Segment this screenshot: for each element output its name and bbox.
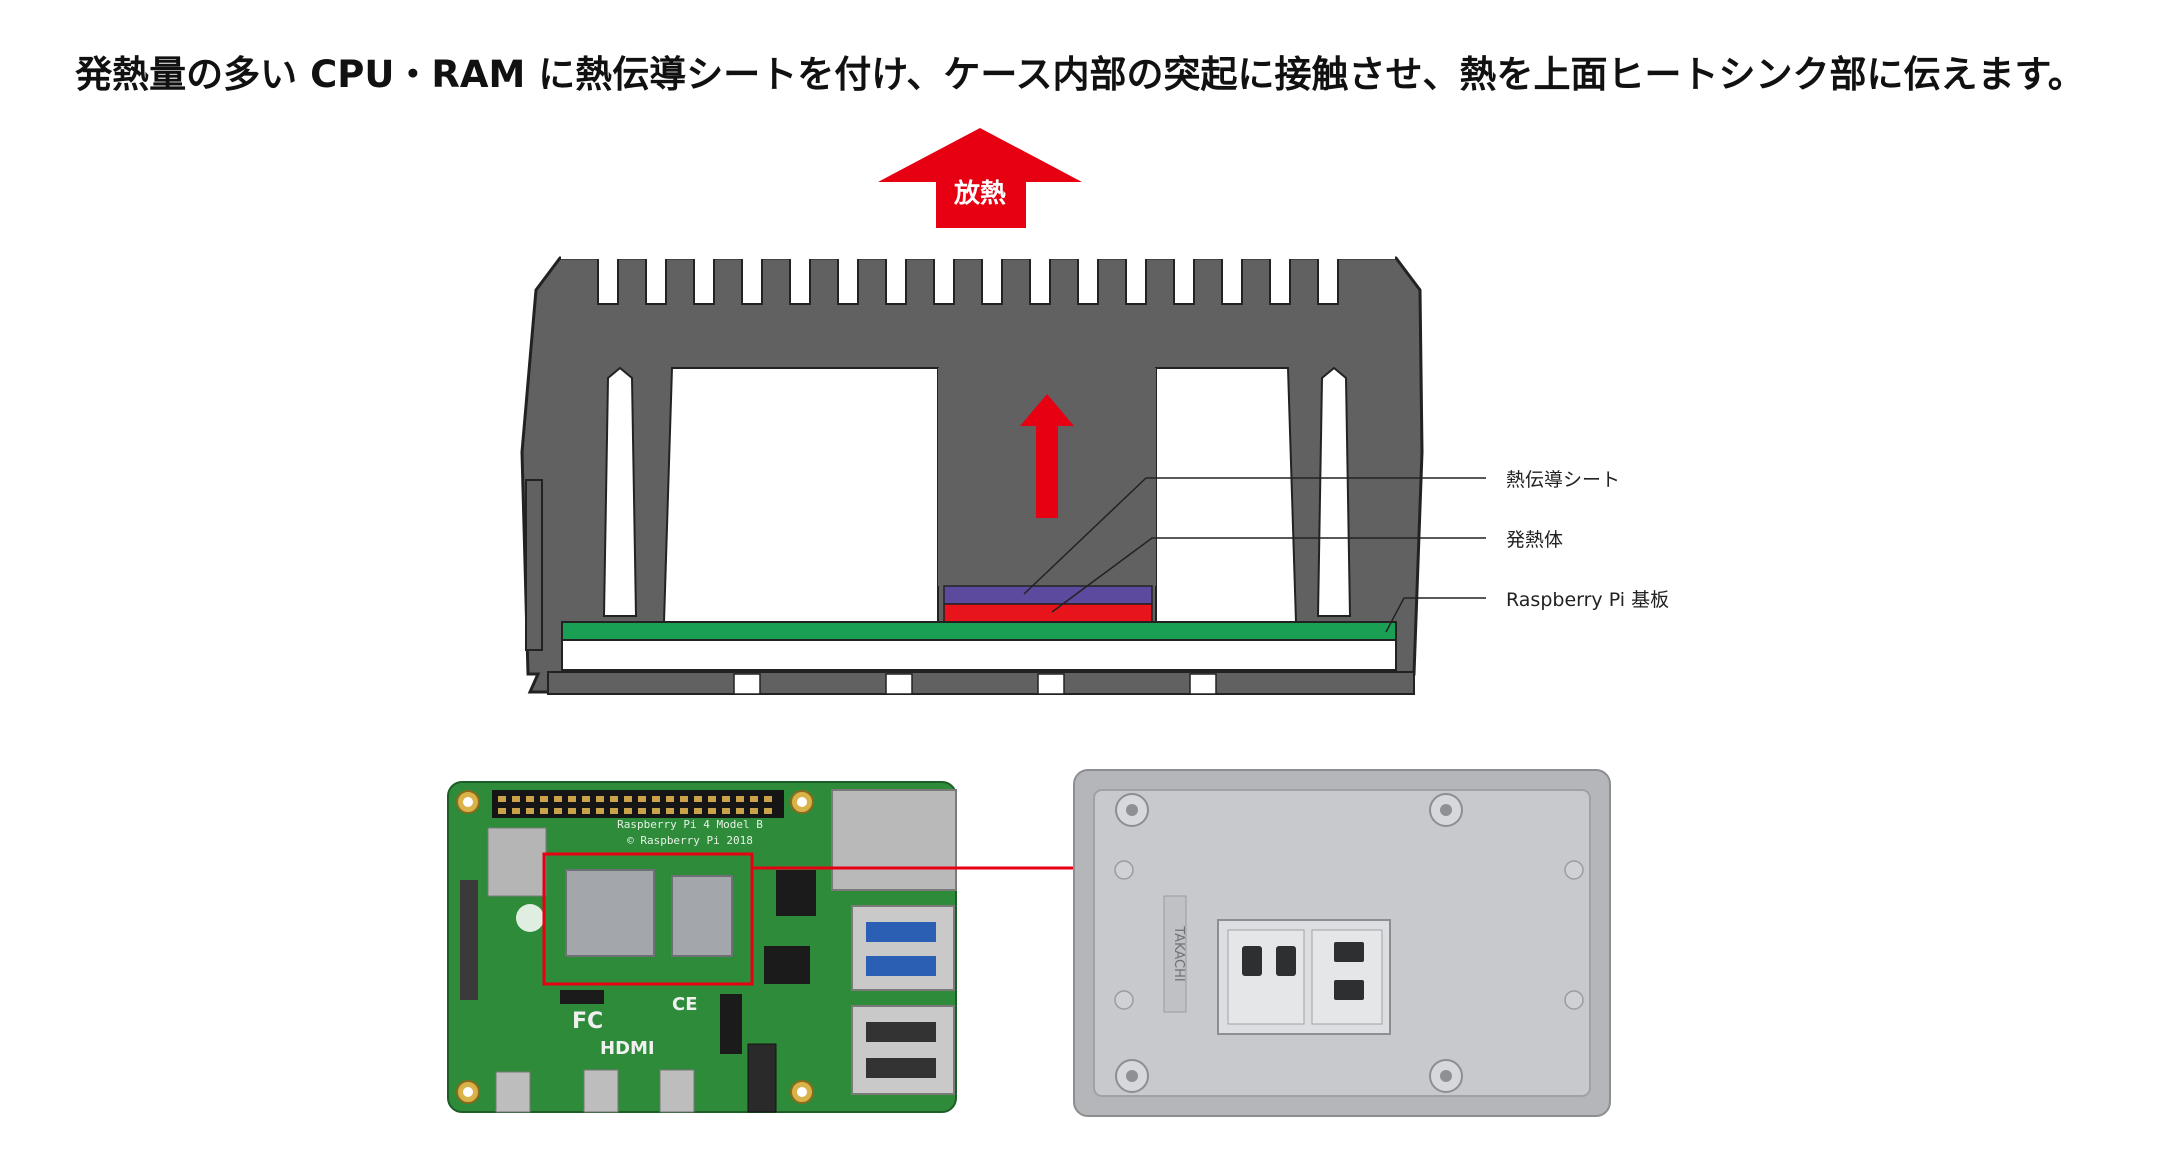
callout-board: Raspberry Pi 基板 <box>1506 589 1669 611</box>
ram-chip <box>671 875 733 957</box>
usb-c-port <box>495 1071 531 1113</box>
micro-hdmi-port-1 <box>659 1069 695 1113</box>
screw-posts <box>602 366 1352 617</box>
pcb-board <box>561 621 1397 641</box>
raspberry-pi-board-photo: Raspberry Pi 4 Model B © Raspberry Pi 20… <box>447 781 957 1113</box>
usb3-ports <box>851 905 955 991</box>
heat-flow-arrow <box>1020 394 1074 518</box>
embossed-brand: TAKACHI <box>1171 925 1186 981</box>
thermal-sheet <box>943 585 1153 605</box>
heat-release-label: 放熱 <box>953 178 1006 209</box>
silkscreen-model: Raspberry Pi 4 Model B <box>617 818 763 831</box>
ethernet-port <box>831 789 957 891</box>
case-interior-right <box>1155 367 1298 623</box>
ce-mark: CE <box>672 994 698 1015</box>
fc-mark: FC <box>572 1009 603 1034</box>
callout-thermal-sheet: 熱伝導シート <box>1506 469 1620 491</box>
usb2-ports <box>851 1005 955 1095</box>
hdmi-logo: HDMI <box>600 1038 655 1059</box>
silkscreen-copyright: © Raspberry Pi 2018 <box>627 834 753 847</box>
heat-release-arrow: 放熱 <box>878 128 1082 228</box>
case-interior-photo: TAKACHI <box>1073 769 1611 1117</box>
callout-leaders <box>1023 477 1486 633</box>
bottom-plate <box>547 671 1415 695</box>
audio-jack <box>747 1043 777 1113</box>
chip-highlight-box <box>542 852 754 986</box>
case-interior-left <box>662 367 939 623</box>
micro-hdmi-port-0 <box>583 1069 619 1113</box>
case-cross-section <box>520 256 1424 695</box>
headline: 発熱量の多い CPU・RAM に熱伝導シートを付け、ケース内部の突起に接触させ、… <box>75 53 2085 96</box>
soc-chip <box>565 869 655 957</box>
callout-heat-source: 発熱体 <box>1506 529 1563 551</box>
heat-source <box>943 603 1153 623</box>
